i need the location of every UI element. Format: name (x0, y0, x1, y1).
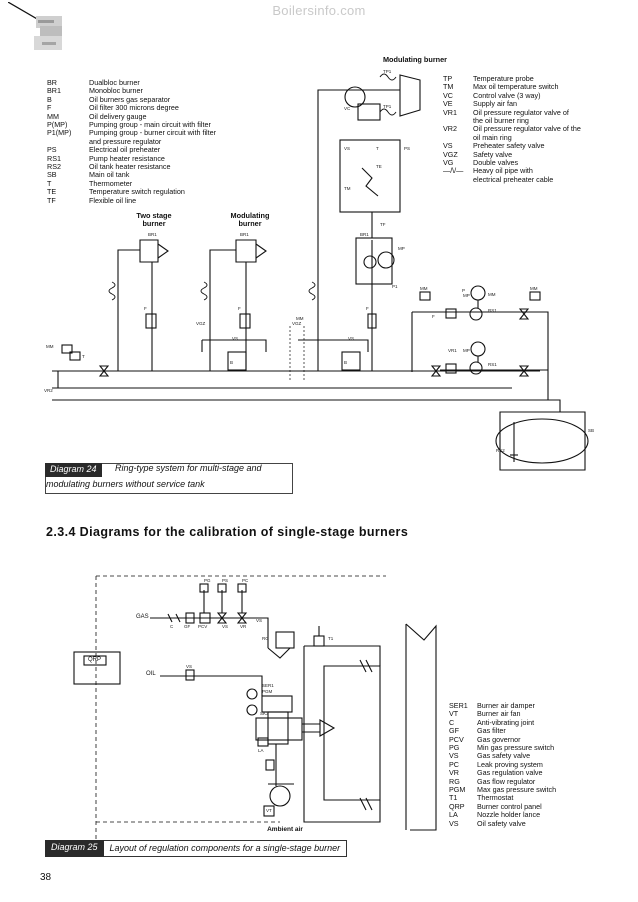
preheater-box (339, 139, 401, 213)
oil-tank (499, 411, 586, 471)
svg-text:PC: PC (242, 578, 249, 583)
svg-text:LA: LA (258, 748, 264, 753)
gas-separator-2 (341, 351, 361, 371)
svg-text:T: T (376, 146, 379, 151)
control-panel-box (73, 651, 121, 685)
svg-text:VR2: VR2 (44, 388, 53, 393)
svg-text:VR1: VR1 (448, 348, 457, 353)
oil-label: OIL (146, 671, 156, 677)
gas-label: GAS (136, 614, 149, 620)
svg-text:MP: MP (398, 246, 405, 251)
modulating-burner-title: Modulating burner (382, 55, 448, 64)
svg-text:T: T (82, 354, 85, 359)
svg-text:TM: TM (344, 186, 351, 191)
svg-text:F: F (432, 314, 435, 319)
svg-text:BR1: BR1 (148, 232, 157, 237)
fan-icon (269, 785, 291, 807)
svg-text:B: B (344, 360, 347, 365)
diagram-24-schematic: TP1 TP1 VC VS T PS TE TM TF BR1 BR1 BR1 … (44, 69, 594, 471)
svg-text:MM: MM (530, 286, 538, 291)
svg-text:MM: MM (488, 292, 496, 297)
main-ring-return (52, 371, 512, 389)
svg-text:PS: PS (404, 146, 410, 151)
svg-text:GF: GF (184, 624, 191, 629)
svg-text:MP: MP (463, 348, 470, 353)
svg-text:C: C (170, 624, 174, 629)
svg-text:TE: TE (376, 164, 382, 169)
pump-icon-2 (469, 361, 483, 375)
svg-text:SB: SB (588, 428, 594, 433)
svg-text:F: F (366, 306, 369, 311)
svg-text:TP1: TP1 (383, 69, 392, 74)
ambient-air-label: Ambient air (267, 826, 303, 833)
svg-text:VGZ: VGZ (292, 321, 302, 326)
svg-text:RS1: RS1 (488, 362, 497, 367)
svg-text:SK3: SK3 (260, 711, 269, 716)
svg-text:PS: PS (222, 578, 228, 583)
publisher-logo-icon (34, 16, 62, 50)
svg-text:MM: MM (296, 316, 304, 321)
svg-text:SER1: SER1 (262, 683, 274, 688)
pump-icon (469, 307, 483, 321)
svg-text:PGM: PGM (262, 689, 273, 694)
svg-text:F: F (238, 306, 241, 311)
svg-text:TF: TF (380, 222, 386, 227)
svg-text:MP: MP (463, 293, 470, 298)
svg-text:BR1: BR1 (360, 232, 369, 237)
svg-text:P: P (462, 288, 465, 293)
svg-text:MM: MM (46, 344, 54, 349)
svg-text:RS2: RS2 (496, 448, 505, 453)
svg-text:RG: RG (262, 636, 269, 641)
svg-text:VS: VS (186, 664, 192, 669)
svg-text:PG: PG (204, 578, 211, 583)
page-number: 38 (40, 872, 52, 883)
svg-text:VGZ: VGZ (196, 321, 206, 326)
svg-text:VS: VS (232, 336, 238, 341)
svg-text:VS: VS (222, 624, 228, 629)
svg-text:MM: MM (420, 286, 428, 291)
svg-text:VS: VS (344, 146, 350, 151)
diagram-25-caption: Diagram 25 Layout of regulation componen… (45, 840, 348, 857)
watermark: Boilersinfo.com (272, 3, 366, 18)
svg-text:B: B (230, 360, 233, 365)
svg-text:TP1: TP1 (383, 104, 392, 109)
regulator-box (275, 631, 295, 649)
svg-text:RS1: RS1 (488, 308, 497, 313)
section-heading: 2.3.4 Diagrams for the calibration of si… (46, 525, 409, 539)
svg-text:VR: VR (240, 624, 247, 629)
fan-icon (344, 86, 366, 108)
svg-text:VS: VS (348, 336, 354, 341)
svg-text:VC: VC (344, 106, 351, 111)
svg-text:PCV: PCV (198, 624, 207, 629)
svg-text:T1: T1 (328, 636, 334, 641)
svg-text:VS: VS (256, 618, 262, 623)
svg-text:P1: P1 (392, 284, 398, 289)
svg-text:VT: VT (266, 808, 272, 813)
svg-text:F: F (144, 306, 147, 311)
diagram-24-caption: Diagram 24 Ring-type system for multi-st… (45, 463, 293, 494)
control-panel-label: QRP (88, 657, 102, 663)
svg-text:BR1: BR1 (240, 232, 249, 237)
diagram-25-schematic: PS PG PC GF C PCV VS VR RG SER1 T1 PGM V… (73, 575, 437, 850)
gas-separator-1 (227, 351, 247, 371)
